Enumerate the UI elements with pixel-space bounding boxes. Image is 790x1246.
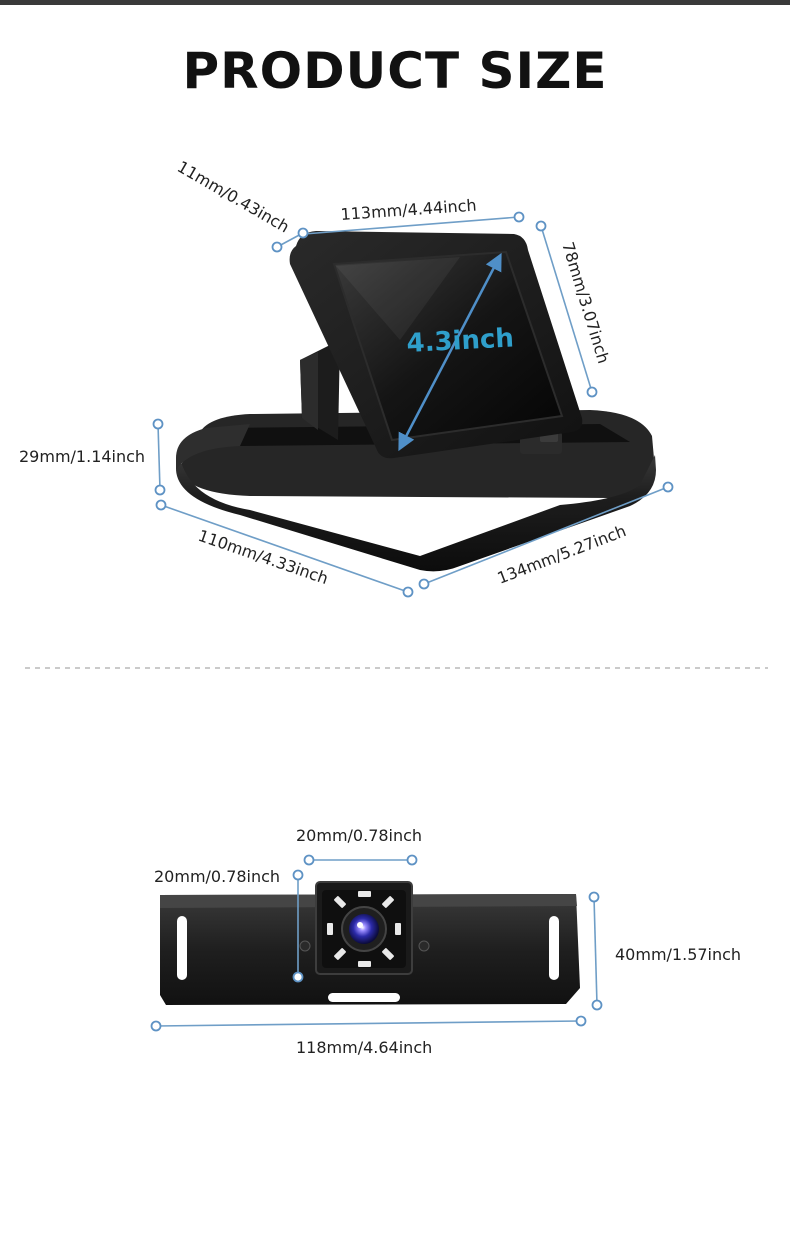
camera-dimension-lines <box>150 854 603 1032</box>
bottom-slot <box>328 993 400 1002</box>
screen-diagonal-label: 4.3inch <box>406 323 515 359</box>
mounting-slot-right <box>549 916 559 980</box>
module-height-label: 20mm/0.78inch <box>154 867 280 886</box>
screen-height-label: 78mm/3.07inch <box>558 240 613 366</box>
camera-illustration <box>160 881 580 1005</box>
camera-lens <box>349 914 379 944</box>
bracket-height-label: 40mm/1.57inch <box>615 945 741 964</box>
diagonal-arrow <box>398 252 502 452</box>
depth-label: 11mm/0.43inch <box>174 157 293 236</box>
base-height-label: 29mm/1.14inch <box>19 447 145 466</box>
page-title: PRODUCT SIZE <box>182 42 608 100</box>
bracket-width-label: 118mm/4.64inch <box>296 1038 432 1057</box>
screen-width-label: 113mm/4.44inch <box>340 196 477 224</box>
monitor-dimension-lines <box>152 211 674 598</box>
top-border-bar <box>0 0 790 5</box>
monitor-illustration <box>176 231 656 572</box>
module-width-label: 20mm/0.78inch <box>296 826 422 845</box>
mounting-slot-left <box>177 916 187 980</box>
